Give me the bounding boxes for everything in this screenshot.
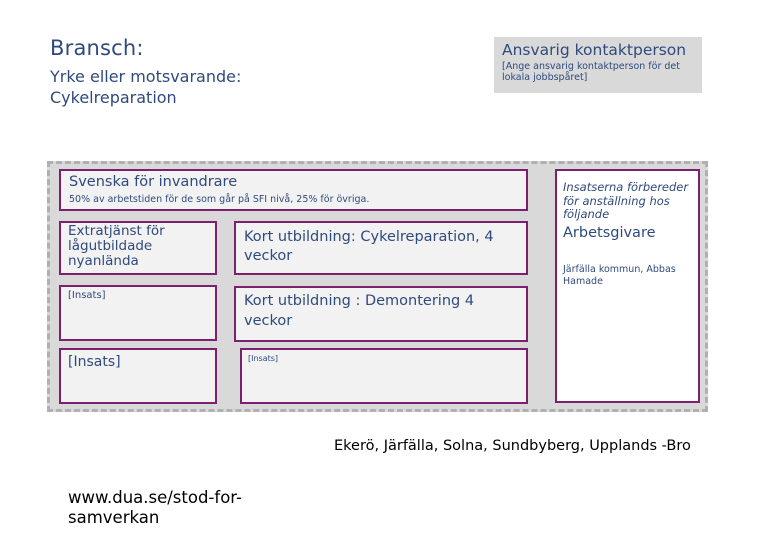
insats-box-left-2: [Insats] [59, 285, 217, 341]
contact-person-title: Ansvarig kontaktperson [502, 41, 687, 59]
svenska-subtitle: 50% av arbetstiden för de som går på SFI… [69, 194, 370, 205]
kommuner-list: Ekerö, Järfälla, Solna, Sundbyberg, Uppl… [334, 438, 691, 454]
website-url: www.dua.se/stod-for-samverkan [68, 488, 242, 527]
svenska-title: Svenska för invandrare [69, 174, 238, 190]
svenska-for-invandrare-box: Svenska för invandrare 50% av arbetstide… [59, 169, 528, 211]
arbetsgivare-box: Insatserna förbereder för anställning ho… [555, 169, 700, 403]
insats-label: [Insats] [68, 354, 121, 370]
arbetsgivare-title: Arbetsgivare [563, 225, 656, 241]
insats-label: Extratjänst för lågutbildade nyanlända [68, 223, 165, 269]
insats-label: Kort utbildning: Cykelreparation, 4 veck… [244, 229, 494, 264]
insats-label: Kort utbildning : Demontering 4 veckor [244, 293, 475, 329]
insats-box-left-1: Extratjänst för lågutbildade nyanlända [59, 221, 217, 275]
yrke-label-line2: Cykelreparation [50, 88, 177, 107]
arbetsgivare-intro: Insatserna förbereder för anställning ho… [563, 180, 689, 221]
contact-person-hint: [Ange ansvarig kontaktperson för det lok… [502, 61, 680, 83]
insats-label: [Insats] [68, 290, 106, 301]
insats-box-middle-1: Kort utbildning: Cykelreparation, 4 veck… [234, 221, 528, 275]
yrke-label: Yrke eller motsvarande: Cykelreparation [50, 66, 330, 108]
insats-box-middle-3: [Insats] [240, 348, 528, 404]
arbetsgivare-names: Järfälla kommun, Abbas Hamade [563, 264, 676, 287]
yrke-label-line1: Yrke eller motsvarande: [50, 67, 242, 86]
contact-person-box: Ansvarig kontaktperson [Ange ansvarig ko… [494, 37, 702, 93]
insats-box-middle-2: Kort utbildning : Demontering 4 veckor [234, 286, 528, 342]
insats-box-left-3: [Insats] [59, 348, 217, 404]
insats-label: [Insats] [248, 354, 279, 363]
bransch-title: Bransch: [50, 36, 144, 60]
